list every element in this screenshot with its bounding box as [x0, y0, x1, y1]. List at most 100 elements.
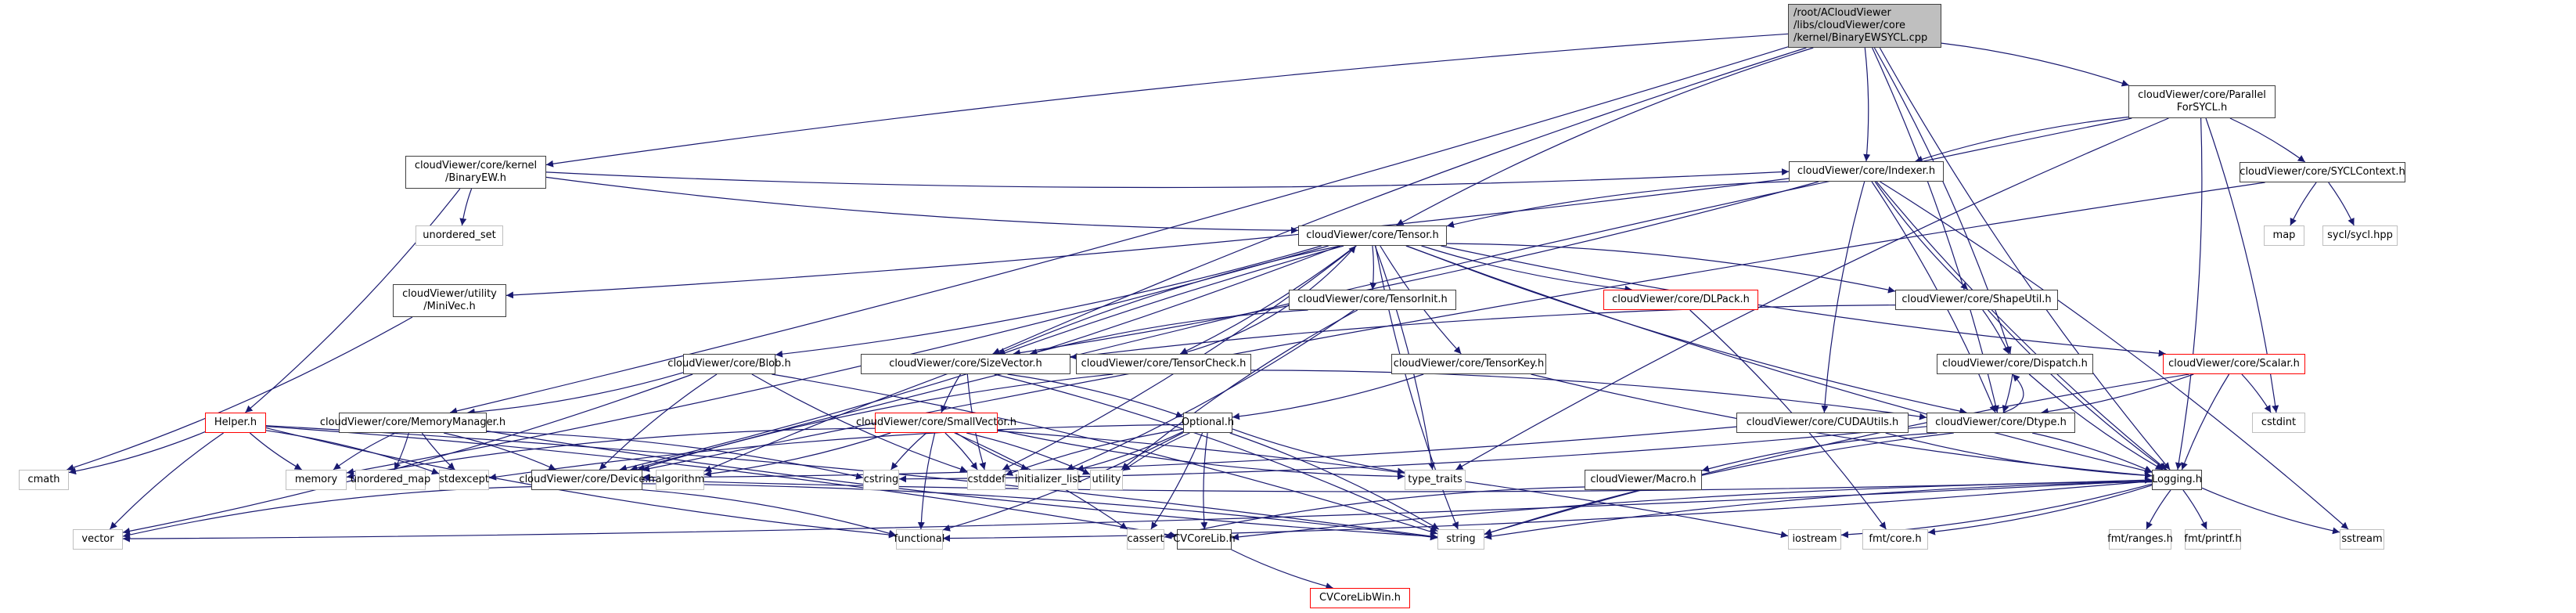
edge-indexer-to-sizevector [1013, 181, 1819, 357]
edge-shapeutil-to-dispatch [1982, 309, 2009, 355]
node-device-h[interactable]: cloudViewer/core/Device.h [519, 470, 655, 490]
node-logging-h[interactable]: Logging.h [2152, 470, 2202, 490]
edge-sizevector-to-smallvector [941, 373, 962, 413]
edge-root-to-sizevector [992, 47, 1807, 355]
edge-tensor-to-tensorcheck [1179, 245, 1357, 355]
edge-logging-to-fmtranges [2146, 489, 2171, 530]
node-type-traits: type_traits [1405, 470, 1466, 490]
edge-tensor-to-dlpack [1421, 245, 1632, 293]
edge-logging-to-fmtcore [1927, 485, 2153, 535]
edge-helper-to-functional [265, 427, 897, 539]
edge-helper-to-cmath [68, 431, 206, 475]
edge-memmgr-to-unordered_map [394, 432, 409, 471]
node-smallvector-h[interactable]: cloudViewer/core/SmallVector.h [856, 413, 1016, 433]
edge-smallvector-to-functional [917, 432, 936, 530]
edge-blob-to-memmgr [467, 372, 684, 416]
node-cvcorelibwin-h[interactable]: CVCoreLibWin.h [1310, 588, 1410, 608]
node-cstdint: cstdint [2252, 413, 2305, 433]
node-dtype-h[interactable]: cloudViewer/core/Dtype.h [1927, 413, 2075, 433]
edge-root-to-binaryew [545, 33, 1789, 168]
node-shapeutil-h[interactable]: cloudViewer/core/ShapeUtil.h [1895, 290, 2058, 310]
edge-tensor-to-logging [1405, 245, 2153, 474]
edge-tensor-to-scalar [1441, 245, 2166, 357]
node-stdexcept: stdexcept [439, 470, 489, 490]
edge-logging-to-vector [122, 480, 2153, 543]
edge-helper-to-string [265, 425, 1438, 540]
edge-root-to-tensor [1396, 47, 1814, 226]
node-optional-h[interactable]: Optional.h [1182, 413, 1234, 433]
node-iostream: iostream [1788, 529, 1841, 550]
edge-indexer-to-shapeutil [1874, 181, 1969, 290]
edge-logging-to-cvcorelib [1231, 481, 2153, 541]
node-tensor-h[interactable]: cloudViewer/core/Tensor.h [1298, 225, 1447, 246]
edge-smallvector-to-cstddef [944, 432, 978, 471]
edge-memmgr-to-device [443, 432, 556, 471]
edge-root-to-dispatch [1873, 47, 2012, 355]
node-cstring: cstring [863, 470, 899, 490]
edge-tensorcheck-to-tensor [1180, 245, 1357, 355]
node-memory: memory [286, 470, 347, 490]
node-dispatch-h[interactable]: cloudViewer/core/Dispatch.h [1937, 354, 2093, 374]
edge-tensorinit-to-sizevector [1030, 309, 1308, 356]
edge-optional-to-string [1229, 432, 1440, 530]
node-cudautils-h[interactable]: cloudViewer/core/CUDAUtils.h [1736, 413, 1909, 433]
edge-tensor-to-algorithm [703, 245, 1344, 472]
edge-logging-to-iostream [1840, 483, 2153, 539]
edge-tensor-to-string [1375, 245, 1459, 530]
edge-dtype-to-macro [1701, 432, 1937, 473]
edge-binaryew-to-helper [245, 188, 461, 413]
edge-smallvector-to-memory [346, 427, 876, 480]
edge-smallvector-to-cstring [890, 432, 927, 471]
edge-cudautils-to-logging [1885, 432, 2153, 479]
edge-logging-to-string [1484, 481, 2153, 540]
node-tensorinit-h[interactable]: cloudViewer/core/TensorInit.h [1289, 290, 1456, 310]
node-blob-h[interactable]: cloudViewer/core/Blob.h [667, 354, 791, 374]
node-helper-h[interactable]: Helper.h [205, 413, 266, 433]
node-memorymanager-h[interactable]: cloudViewer/core/MemoryManager.h [320, 413, 505, 433]
edge-optional-to-type_traits [1232, 428, 1405, 475]
edge-optional-to-initializer_list [1076, 431, 1184, 472]
edge-root-to-pfsycl [1941, 42, 2129, 87]
node-string: string [1437, 529, 1484, 550]
edge-device-to-vector [122, 486, 532, 539]
node-indexer-h[interactable]: cloudViewer/core/Indexer.h [1789, 161, 1944, 182]
edge-optional-to-stdexcept [488, 424, 1184, 481]
node-tensorkey-h[interactable]: cloudViewer/core/TensorKey.h [1391, 354, 1546, 374]
node-sstream: sstream [2340, 529, 2384, 550]
edge-indexer-to-logging [1876, 181, 2168, 471]
edge-helper-to-cvcorelib [265, 426, 1178, 539]
node-binaryew-h[interactable]: cloudViewer/core/kernel /BinaryEW.h [405, 156, 546, 189]
node-utility: utility [1090, 470, 1123, 490]
node-syclcontext-h[interactable]: cloudViewer/core/SYCLContext.h [2240, 162, 2405, 182]
edge-tensorcheck-to-dtype [1250, 370, 1927, 420]
edge-logging-to-fmtprintf [2182, 489, 2207, 530]
node-map: map [2264, 225, 2304, 246]
node-tensorcheck-h[interactable]: cloudViewer/core/TensorCheck.h [1076, 354, 1251, 374]
node-cmath: cmath [19, 470, 69, 490]
edge-tensor-to-dtype [1406, 245, 1967, 415]
edge-memmgr-to-stdexcept [421, 432, 455, 471]
edge-optional-to-cvcorelib [1200, 432, 1208, 530]
node-cassert: cassert [1127, 529, 1164, 550]
node-minivec-h[interactable]: cloudViewer/utility /MiniVec.h [393, 284, 506, 317]
node-parallelforsycl-h[interactable]: cloudViewer/core/Parallel ForSYCL.h [2128, 85, 2276, 118]
edge-macro-to-cassert [1164, 486, 1585, 539]
node-macro-h[interactable]: cloudViewer/Macro.h [1585, 470, 1702, 490]
node-cvcorelib-h[interactable]: CVCoreLib.h [1173, 529, 1236, 550]
edge-pfsycl-to-syclctx [2229, 117, 2306, 163]
edge-tensor-to-shapeutil [1446, 243, 1896, 294]
node-initializer-list: initializer_list [1015, 470, 1081, 490]
edge-optional-to-cassert [1150, 432, 1203, 530]
edge-indexer-to-minivec [505, 178, 1790, 299]
edge-root-to-logging [1879, 47, 2171, 471]
edge-scalar-to-dtype [2041, 373, 2194, 416]
edge-indexer-to-tensor [1446, 181, 1790, 229]
node-sizevector-h[interactable]: cloudViewer/core/SizeVector.h [861, 354, 1070, 374]
edge-blob-to-vector [122, 373, 693, 535]
edge-device-to-string [642, 483, 1438, 541]
node-scalar-h[interactable]: cloudViewer/core/Scalar.h [2163, 354, 2305, 374]
node-unordered-map: unordered_map [351, 470, 430, 490]
edge-pfsycl-to-logging [2175, 117, 2203, 471]
node-dlpack-h[interactable]: cloudViewer/core/DLPack.h [1603, 290, 1758, 310]
node-fmt-printf-h: fmt/printf.h [2184, 529, 2242, 550]
